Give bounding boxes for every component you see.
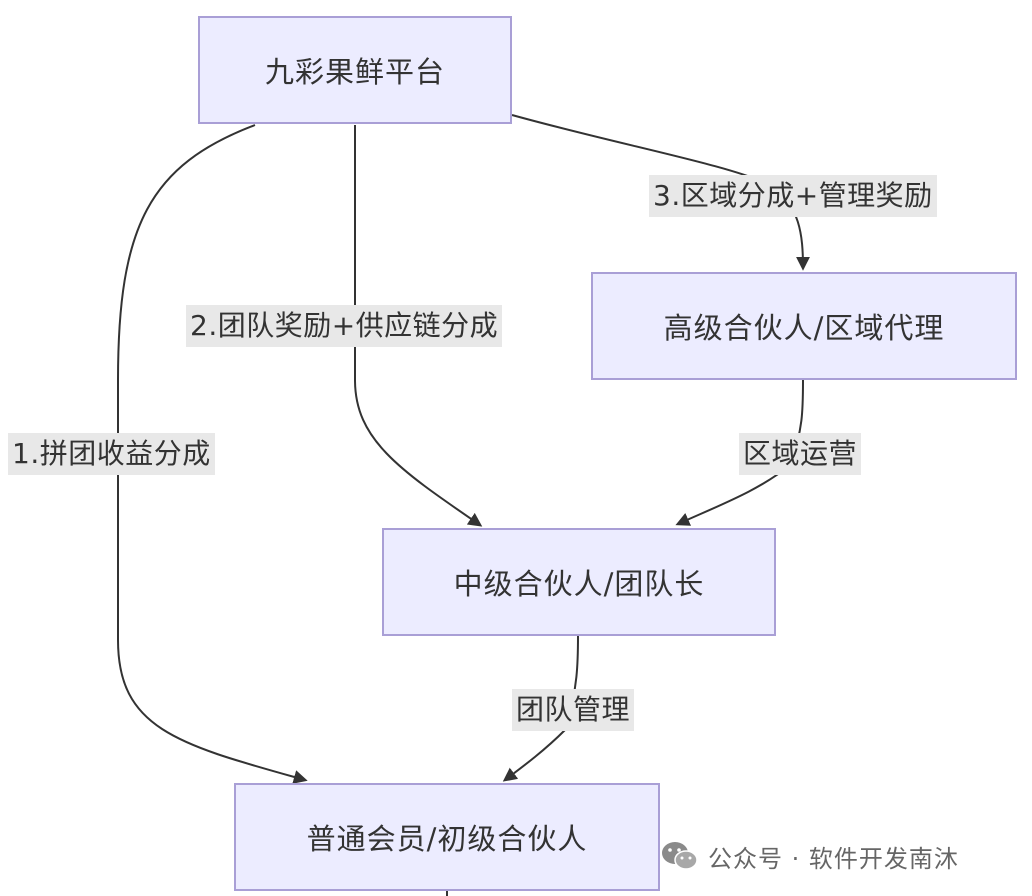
wechat-icon [660, 839, 700, 873]
edge-label-team-reward: 2.团队奖励+供应链分成 [186, 305, 503, 347]
watermark-text: 公众号 · 软件开发南沐 [708, 844, 959, 873]
node-platform-label: 九彩果鲜平台 [264, 55, 445, 89]
edge-platform-to-member [117, 124, 308, 784]
node-mid-partner-label: 中级合伙人/团队长 [453, 567, 705, 601]
node-member-label: 普通会员/初级合伙人 [306, 822, 588, 856]
node-member: 普通会员/初级合伙人 [234, 783, 660, 891]
edge-label-regional-share: 3.区域分成+管理奖励 [649, 175, 937, 217]
edge-label-regional-ops: 区域运营 [739, 433, 862, 475]
node-mid-partner: 中级合伙人/团队长 [382, 528, 776, 636]
node-senior-partner: 高级合伙人/区域代理 [591, 272, 1017, 380]
edge-label-team-mgmt: 团队管理 [512, 689, 635, 731]
node-platform: 九彩果鲜平台 [198, 16, 512, 124]
edge-label-group-buy-share: 1.拼团收益分成 [8, 433, 215, 475]
node-senior-partner-label: 高级合伙人/区域代理 [663, 311, 945, 345]
edge-platform-to-mid-partner [354, 125, 483, 527]
watermark: 公众号 · 软件开发南沐 [660, 836, 959, 876]
